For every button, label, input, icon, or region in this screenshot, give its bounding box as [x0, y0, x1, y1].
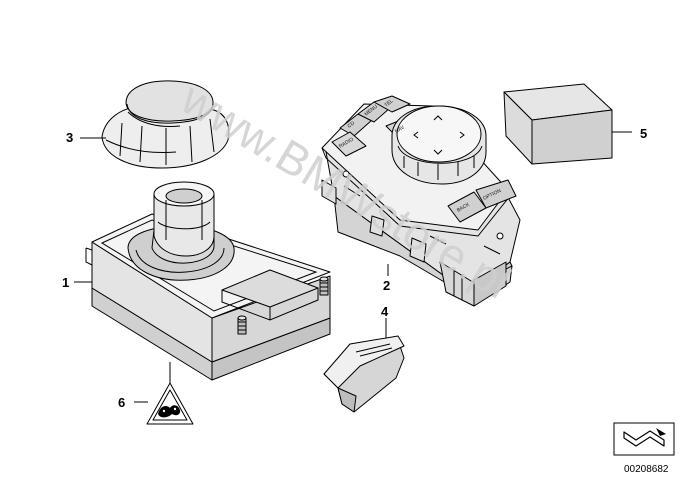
button-label-cd: CD — [347, 120, 357, 129]
callout-3: 3 — [66, 130, 73, 145]
reference-number: 00208682 — [624, 464, 669, 475]
part-6-warning-label — [146, 382, 194, 425]
part-5-block — [503, 83, 613, 165]
mounting-stud — [319, 276, 329, 296]
warning-triangle-icon — [158, 405, 181, 418]
leader-lines — [74, 131, 632, 403]
mounting-stud — [237, 315, 247, 335]
button-label-tel: TEL — [384, 98, 395, 109]
callout-4: 4 — [381, 304, 389, 319]
direction-arrow-icon — [623, 428, 666, 447]
part-4-connector — [323, 335, 405, 413]
reference-box: 00208682 — [613, 422, 675, 475]
part-2-idrive-controller: CD MENU TEL RADIO NAV BACK OPTION — [321, 95, 521, 307]
part-3-knob-cap — [101, 80, 230, 169]
callout-1: 1 — [62, 275, 69, 290]
callout-2: 2 — [383, 278, 390, 293]
callout-6: 6 — [118, 395, 125, 410]
button-label-nav: NAV — [394, 124, 406, 134]
part-1-selector-housing — [85, 181, 331, 381]
callout-5: 5 — [640, 126, 647, 141]
